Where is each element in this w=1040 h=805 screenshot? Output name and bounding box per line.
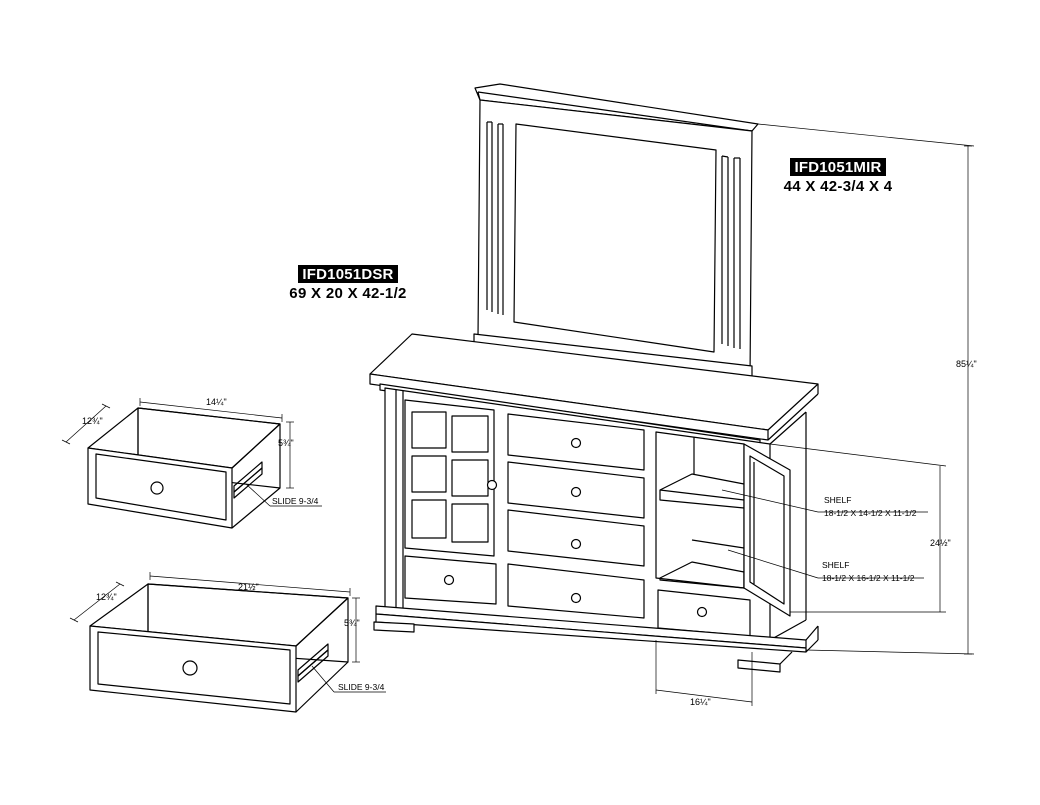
large-drawer-height-label: 5¾" (344, 618, 360, 628)
mirror-dimensions: 44 X 42-3/4 X 4 (783, 178, 893, 195)
mirror-model-tag: IFD1051MIR 44 X 42-3/4 X 4 (778, 158, 898, 195)
shelf-lower-label: SHELF (822, 560, 849, 570)
dimension-lines (61, 123, 975, 706)
shelf-upper-label: SHELF (824, 495, 851, 505)
dresser-model-tag: IFD1051DSR 69 X 20 X 42-1/2 (278, 265, 418, 302)
small-drawer-depth-label: 12¾" (82, 416, 103, 426)
small-drawer-width-label: 14¼" (206, 397, 227, 407)
shelf-lower-size: 18-1/2 X 16-1/2 X 11-1/2 (822, 573, 915, 583)
small-drawer (87, 407, 281, 529)
small-drawer-height-label: 5¾" (278, 438, 294, 448)
large-drawer-width-label: 21½" (238, 582, 259, 592)
mirror-model-code: IFD1051MIR (790, 158, 886, 176)
large-drawer-slide-label: SLIDE 9-3/4 (338, 682, 385, 692)
overall-height-label: 85¼" (956, 359, 977, 369)
dresser (369, 333, 819, 673)
shelf-upper-size: 18-1/2 X 14-1/2 X 11-1/2 (824, 508, 917, 518)
cabinet-height-label: 24½" (930, 538, 951, 548)
large-drawer-depth-label: 12¾" (96, 592, 117, 602)
small-drawer-slide-label: SLIDE 9-3/4 (272, 496, 319, 506)
large-drawer (89, 583, 349, 713)
dresser-dimensions: 69 X 20 X 42-1/2 (289, 285, 407, 302)
mirror (473, 83, 759, 379)
cabinet-width-label: 16¼" (690, 697, 711, 707)
dresser-model-code: IFD1051DSR (298, 265, 398, 283)
